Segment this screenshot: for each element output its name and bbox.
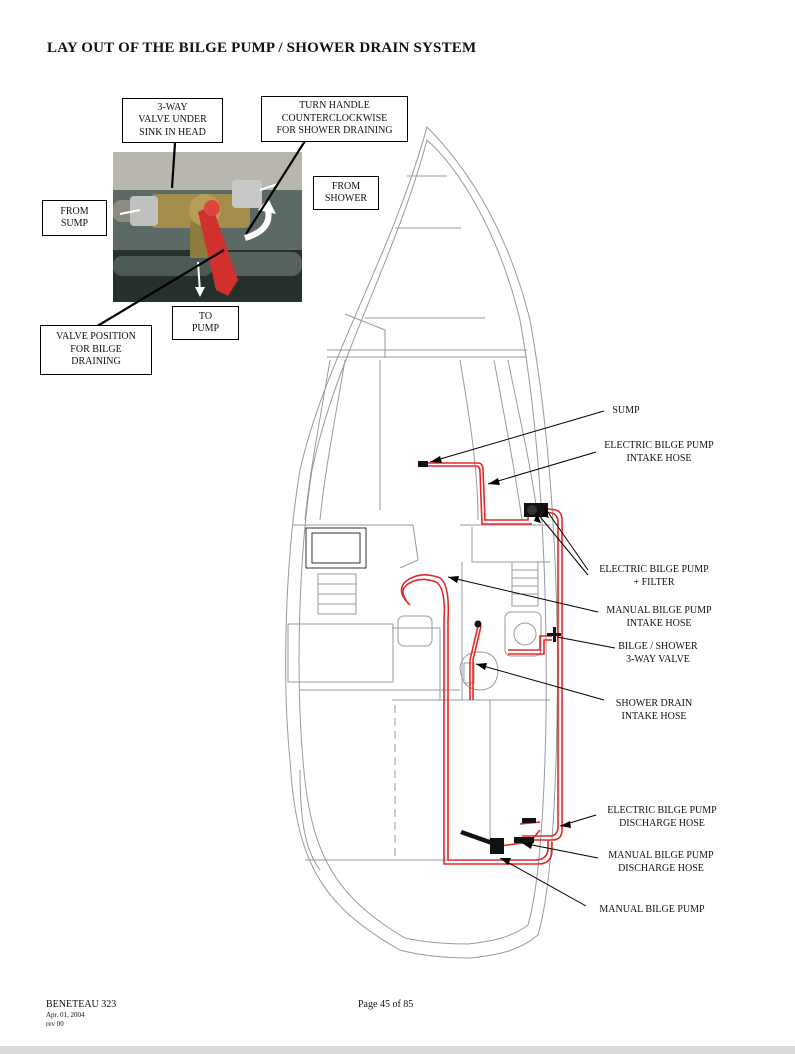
label-manual-pump: MANUAL BILGE PUMP [599,904,705,915]
label-shower-drain: SHOWER DRAIN INTAKE HOSE [615,698,693,722]
callout-turn-handle: TURN HANDLE COUNTERCLOCKWISE FOR SHOWER … [261,96,408,142]
label-electric-intake: ELECTRIC BILGE PUMP INTAKE HOSE [604,440,714,464]
manual-pump-icon [490,838,504,854]
page-title: LAY OUT OF THE BILGE PUMP / SHOWER DRAIN… [47,40,477,56]
callout-valve-position: VALVE POSITION FOR BILGE DRAINING [40,325,152,375]
hoses [400,462,563,865]
page-bottom-bar [0,1046,795,1054]
footer-date: Apr. 01, 2004 [46,1011,85,1019]
label-manual-discharge: MANUAL BILGE PUMP DISCHARGE HOSE [608,850,714,874]
sump-strainer-icon [418,461,428,467]
label-sump: SUMP [612,405,640,416]
label-three-way-valve: BILGE / SHOWER 3-WAY VALVE [618,641,698,665]
callout-valve-location: 3-WAY VALVE UNDER SINK IN HEAD [122,98,223,143]
hull-outline [285,126,558,959]
callout-to-pump: TO PUMP [172,306,239,340]
label-electric-discharge: ELECTRIC BILGE PUMP DISCHARGE HOSE [607,805,717,829]
valve-photo [113,152,302,302]
footer-page: Page 45 of 85 [358,999,414,1010]
callout-from-shower: FROM SHOWER [313,176,379,210]
label-manual-intake: MANUAL BILGE PUMP INTAKE HOSE [606,605,712,629]
leader-lines [429,410,616,907]
components [418,461,561,854]
label-electric-pump-filter: ELECTRIC BILGE PUMP + FILTER [599,564,709,588]
callout-from-sump: FROM SUMP [42,200,107,236]
footer-model: BENETEAU 323 [46,999,117,1010]
footer-rev: rev 00 [46,1020,64,1028]
shower-drain-fitting-icon [474,620,482,628]
